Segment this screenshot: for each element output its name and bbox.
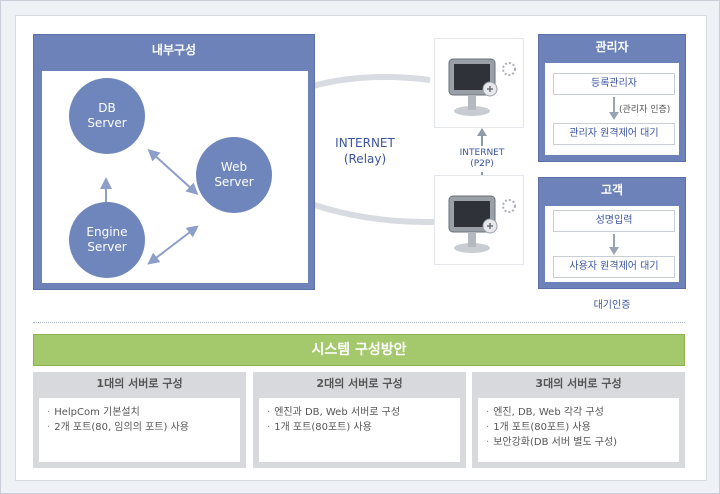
- waiting-auth-label: 대기인증: [593, 300, 631, 311]
- engine-server-node: Engine Server: [69, 202, 145, 278]
- list-item: ·1개 포트(80포트) 사용: [267, 422, 372, 433]
- list-item: ·보안강화(DB 서버 별도 구성): [486, 437, 618, 448]
- option-three-servers: 3대의 서버로 구성 ·엔진, DB, Web 각각 구성 ·1개 포트(80포…: [472, 372, 685, 468]
- internal-config-body: DB Server Engine Server Web Server: [42, 71, 308, 283]
- internal-config-title: 내부구성: [151, 43, 197, 57]
- list-item: ·HelpCom 기본설치: [47, 407, 140, 418]
- option-title: 1대의 서버로 구성: [96, 377, 183, 390]
- internet-relay-label: INTERNET (Relay): [335, 136, 395, 166]
- option-body: ·HelpCom 기본설치 ·2개 포트(80, 임의의 포트) 사용: [39, 398, 240, 462]
- option-one-server: 1대의 서버로 구성 ·HelpCom 기본설치 ·2개 포트(80, 임의의 …: [33, 372, 246, 468]
- option-body: ·엔진과 DB, Web 서버로 구성 ·1개 포트(80포트) 사용: [259, 398, 460, 462]
- list-item: ·1개 포트(80포트) 사용: [486, 422, 591, 433]
- section-divider: [33, 322, 685, 323]
- admin-panel-body: 등록관리자 (관리자 인증) 관리자 원격제어 대기: [545, 63, 679, 155]
- list-item: ·엔진, DB, Web 각각 구성: [486, 407, 604, 418]
- admin-down-arrow-icon: [609, 97, 619, 120]
- customer-step-waiting: 사용자 원격제어 대기: [553, 256, 675, 278]
- system-plan-title: 시스템 구성방안: [33, 334, 685, 366]
- list-item: ·2개 포트(80, 임의의 포트) 사용: [47, 422, 189, 433]
- option-body: ·엔진, DB, Web 각각 구성 ·1개 포트(80포트) 사용 ·보안강화…: [478, 398, 679, 462]
- option-title: 3대의 서버로 구성: [535, 377, 622, 390]
- admin-auth-note: (관리자 인증): [619, 105, 671, 115]
- admin-panel: 관리자 등록관리자 (관리자 인증) 관리자 원격제어 대기: [538, 34, 686, 162]
- admin-step-waiting: 관리자 원격제어 대기: [553, 123, 675, 145]
- admin-panel-title: 관리자: [595, 40, 629, 54]
- internet-p2p-label: INTERNET (P2P): [459, 148, 505, 169]
- customer-panel-body: 성명입력 사용자 원격제어 대기: [545, 206, 679, 282]
- customer-down-arrow-icon: [609, 234, 619, 255]
- admin-computer-icon: [434, 38, 524, 128]
- internal-config-panel: 내부구성 DB Server Engine Server Web Server: [33, 34, 315, 290]
- web-server-node: Web Server: [196, 137, 272, 213]
- admin-step-registered: 등록관리자: [553, 73, 675, 95]
- option-two-servers: 2대의 서버로 구성 ·엔진과 DB, Web 서버로 구성 ·1개 포트(80…: [253, 372, 466, 468]
- customer-panel: 고객 성명입력 사용자 원격제어 대기: [538, 177, 686, 289]
- db-server-node: DB Server: [69, 78, 145, 154]
- customer-computer-icon: [434, 175, 524, 265]
- customer-step-name: 성명입력: [553, 210, 675, 232]
- list-item: ·엔진과 DB, Web 서버로 구성: [267, 407, 401, 418]
- option-title: 2대의 서버로 구성: [316, 377, 403, 390]
- customer-panel-title: 고객: [600, 183, 624, 197]
